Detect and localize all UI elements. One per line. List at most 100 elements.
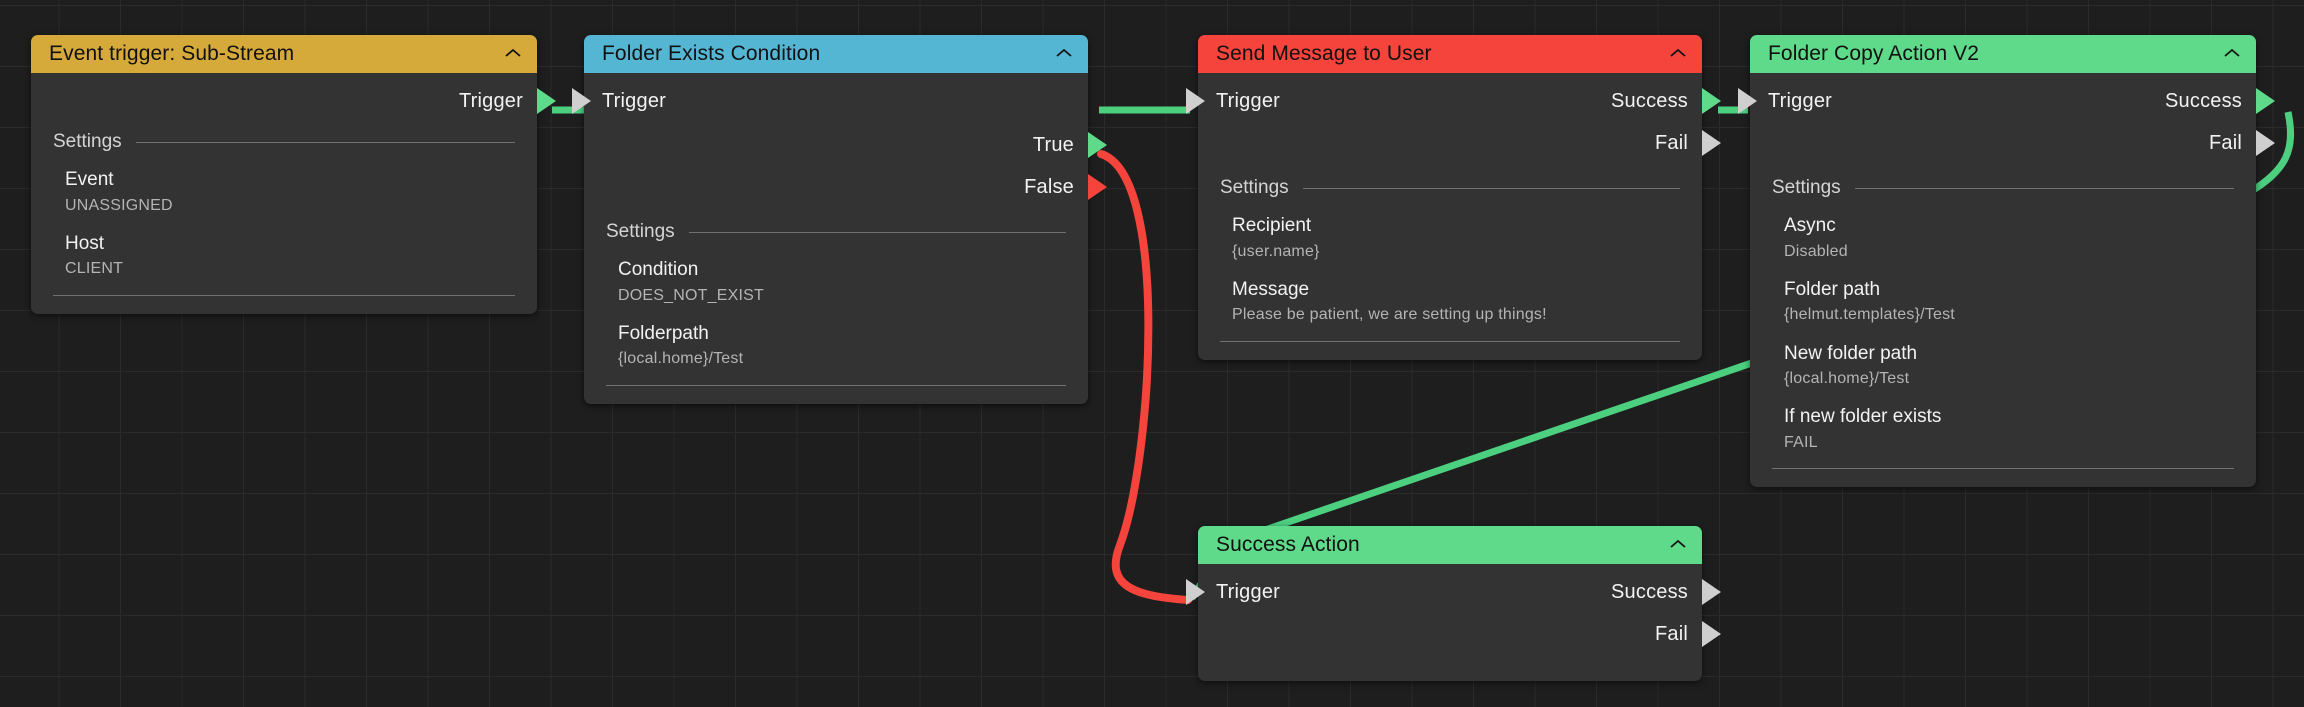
node-ports: Trigger [31,73,556,123]
chevron-up-icon[interactable] [1670,48,1686,58]
port-label: Success [2165,89,2242,112]
field-async[interactable]: Async Disabled [1750,213,2256,263]
field-new-folder-path[interactable]: New folder path {local.home}/Test [1750,341,2256,391]
input-port-trigger[interactable]: Trigger [1186,79,1702,123]
field-name: Host [65,232,105,254]
field-value: UNASSIGNED [65,196,173,214]
field-recipient[interactable]: Recipient {user.name} [1198,213,1702,263]
port-arrow-icon[interactable] [572,88,591,114]
port-label: Fail [1654,622,1688,645]
port-arrow-icon[interactable] [2256,88,2275,114]
port-label: Trigger [458,89,523,112]
input-port-trigger[interactable]: Trigger [1738,79,2256,123]
port-arrow-icon[interactable] [1088,132,1107,158]
port-label: Trigger [1216,89,1281,112]
output-port-fail[interactable]: Fail [1750,123,2275,163]
chevron-up-icon[interactable] [1056,48,1072,58]
field-value: {helmut.templates}/Test [1784,306,1955,324]
node-send-message-to-user[interactable]: Send Message to User Trigger Success Fai… [1186,35,1721,360]
chevron-up-icon[interactable] [1670,539,1686,549]
field-name: If new folder exists [1784,406,1942,428]
field-event[interactable]: Event UNASSIGNED [31,167,537,217]
port-label: False [1024,175,1074,198]
node-ports: Trigger Success Fail [1738,73,2275,163]
settings-divider [135,141,515,143]
output-port-false[interactable]: False [584,167,1107,207]
node-header[interactable]: Success Action [1198,526,1702,564]
port-label: Success [1611,89,1688,112]
node-header[interactable]: Folder Copy Action V2 [1750,35,2256,73]
settings-divider [1302,187,1680,189]
field-value: {user.name} [1232,242,1320,260]
port-arrow-icon[interactable] [2256,130,2275,156]
node-header[interactable]: Event trigger: Sub-Stream [31,35,537,73]
port-arrow-icon[interactable] [1186,88,1205,114]
node-header[interactable]: Send Message to User [1198,35,1702,73]
node-settings: Settings Event UNASSIGNED Host CLIENT [31,123,537,314]
settings-header: Settings [1198,177,1702,199]
settings-title: Settings [1220,177,1289,198]
output-port-success[interactable]: Success [1198,79,1721,123]
settings-header: Settings [31,131,537,153]
port-label: True [1032,133,1074,156]
settings-divider [1854,187,2234,189]
field-host[interactable]: Host CLIENT [31,231,537,281]
output-port-trigger[interactable]: Trigger [31,79,556,123]
chevron-up-icon[interactable] [2224,48,2240,58]
output-port-fail[interactable]: Fail [1198,614,1721,654]
output-port-success[interactable]: Success [1750,79,2275,123]
output-port-success[interactable]: Success [1198,570,1721,614]
node-settings: Settings Condition DOES_NOT_EXIST Folder… [584,207,1088,404]
field-value: {local.home}/Test [1784,370,1910,388]
node-event-trigger-sub-stream[interactable]: Event trigger: Sub-Stream Trigger Settin… [31,35,556,314]
port-label: Success [1611,580,1688,603]
settings-divider [688,231,1066,233]
node-header[interactable]: Folder Exists Condition [584,35,1088,73]
field-name: Async [1784,215,1836,236]
port-arrow-icon[interactable] [1088,174,1107,200]
settings-header: Settings [1750,177,2256,199]
node-success-action[interactable]: Success Action Trigger Success Fail [1186,526,1721,681]
node-title: Event trigger: Sub-Stream [49,42,295,65]
node-title: Success Action [1216,533,1360,556]
node-title: Folder Exists Condition [602,42,821,65]
port-arrow-icon[interactable] [1702,130,1721,156]
settings-bottom-divider [53,294,515,296]
field-name: Folder path [1784,278,1881,300]
field-message[interactable]: Message Please be patient, we are settin… [1198,277,1702,327]
node-ports: Trigger True False [572,73,1107,207]
input-port-trigger[interactable]: Trigger [572,79,1088,123]
settings-title: Settings [53,131,122,152]
settings-bottom-divider [1220,340,1680,342]
settings-bottom-divider [1772,468,2234,470]
field-value: CLIENT [65,260,124,278]
port-label: Trigger [602,89,667,112]
port-arrow-icon[interactable] [537,88,556,114]
node-folder-copy-action-v2[interactable]: Folder Copy Action V2 Trigger Success Fa… [1738,35,2275,488]
field-if-new-folder-exists[interactable]: If new folder exists FAIL [1750,404,2256,454]
settings-header: Settings [584,221,1088,243]
node-settings: Settings Recipient {user.name} Message P… [1198,163,1702,360]
field-name: Event [65,169,114,190]
port-arrow-icon[interactable] [1702,579,1721,605]
field-condition[interactable]: Condition DOES_NOT_EXIST [584,257,1088,307]
field-folderpath[interactable]: Folderpath {local.home}/Test [584,321,1088,371]
port-arrow-icon[interactable] [1702,621,1721,647]
field-name: Condition [618,259,699,280]
node-title: Folder Copy Action V2 [1768,42,1980,65]
port-arrow-icon[interactable] [1702,88,1721,114]
output-port-fail[interactable]: Fail [1198,123,1721,163]
field-name: Folderpath [618,322,709,344]
chevron-up-icon[interactable] [505,48,521,58]
node-folder-exists-condition[interactable]: Folder Exists Condition Trigger True Fal… [572,35,1107,404]
field-value: Please be patient, we are setting up thi… [1232,306,1547,324]
field-name: New folder path [1784,342,1918,364]
node-title: Send Message to User [1216,42,1432,65]
field-folder-path[interactable]: Folder path {helmut.templates}/Test [1750,277,2256,327]
field-value: Disabled [1784,242,1848,260]
settings-title: Settings [1772,177,1841,198]
field-name: Recipient [1232,215,1312,236]
output-port-true[interactable]: True [584,123,1107,167]
settings-bottom-divider [606,384,1066,386]
